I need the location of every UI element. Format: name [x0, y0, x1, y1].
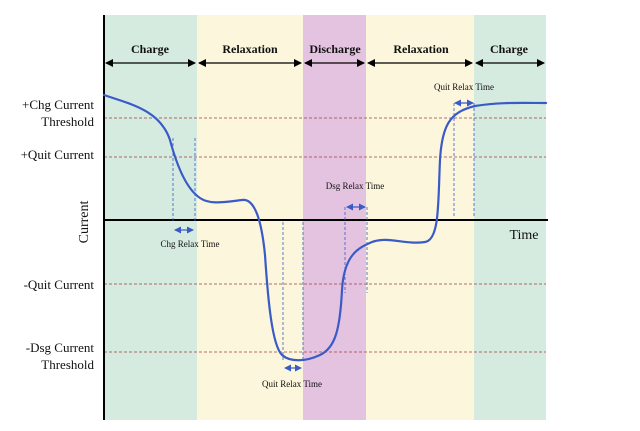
y-axis-title: Current [77, 201, 92, 244]
phase-band-relaxation-2 [366, 15, 474, 420]
phase-band-discharge [303, 15, 366, 420]
phase-label-relaxation-1: Relaxation [222, 42, 278, 56]
phase-label-charge-2: Charge [490, 42, 529, 56]
phase-label-discharge: Discharge [309, 42, 361, 56]
label-quit-current-neg: -Quit Current [24, 277, 95, 292]
phase-label-charge-1: Charge [131, 42, 170, 56]
phase-band-charge-2 [474, 15, 546, 420]
label-quit-current-pos: +Quit Current [21, 147, 95, 162]
phase-label-relaxation-2: Relaxation [393, 42, 449, 56]
dsg-relax-label: Dsg Relax Time [326, 181, 385, 191]
phase-bands [104, 15, 546, 420]
phase-labels: Charge Relaxation Discharge Relaxation C… [131, 42, 529, 56]
quit-relax-bottom-label: Quit Relax Time [262, 379, 322, 389]
relax-time-markers [172, 103, 475, 362]
label-chg-current-line1: +Chg Current [22, 97, 94, 112]
x-axis-title: Time [509, 228, 538, 243]
threshold-labels: +Chg Current Threshold +Quit Current -Qu… [21, 97, 95, 372]
relax-time-labels: Chg Relax Time Dsg Relax Time Quit Relax… [160, 82, 494, 389]
label-chg-current-line2: Threshold [41, 114, 94, 129]
current-curve [102, 93, 548, 362]
phase-band-charge-1 [104, 15, 197, 420]
quit-relax-top-label: Quit Relax Time [434, 82, 494, 92]
label-dsg-current-line2: Threshold [41, 357, 94, 372]
label-dsg-current-line1: -Dsg Current [26, 340, 95, 355]
chg-relax-label: Chg Relax Time [160, 239, 219, 249]
relax-time-arrows [174, 99, 474, 372]
phase-band-relaxation-1 [197, 15, 303, 420]
